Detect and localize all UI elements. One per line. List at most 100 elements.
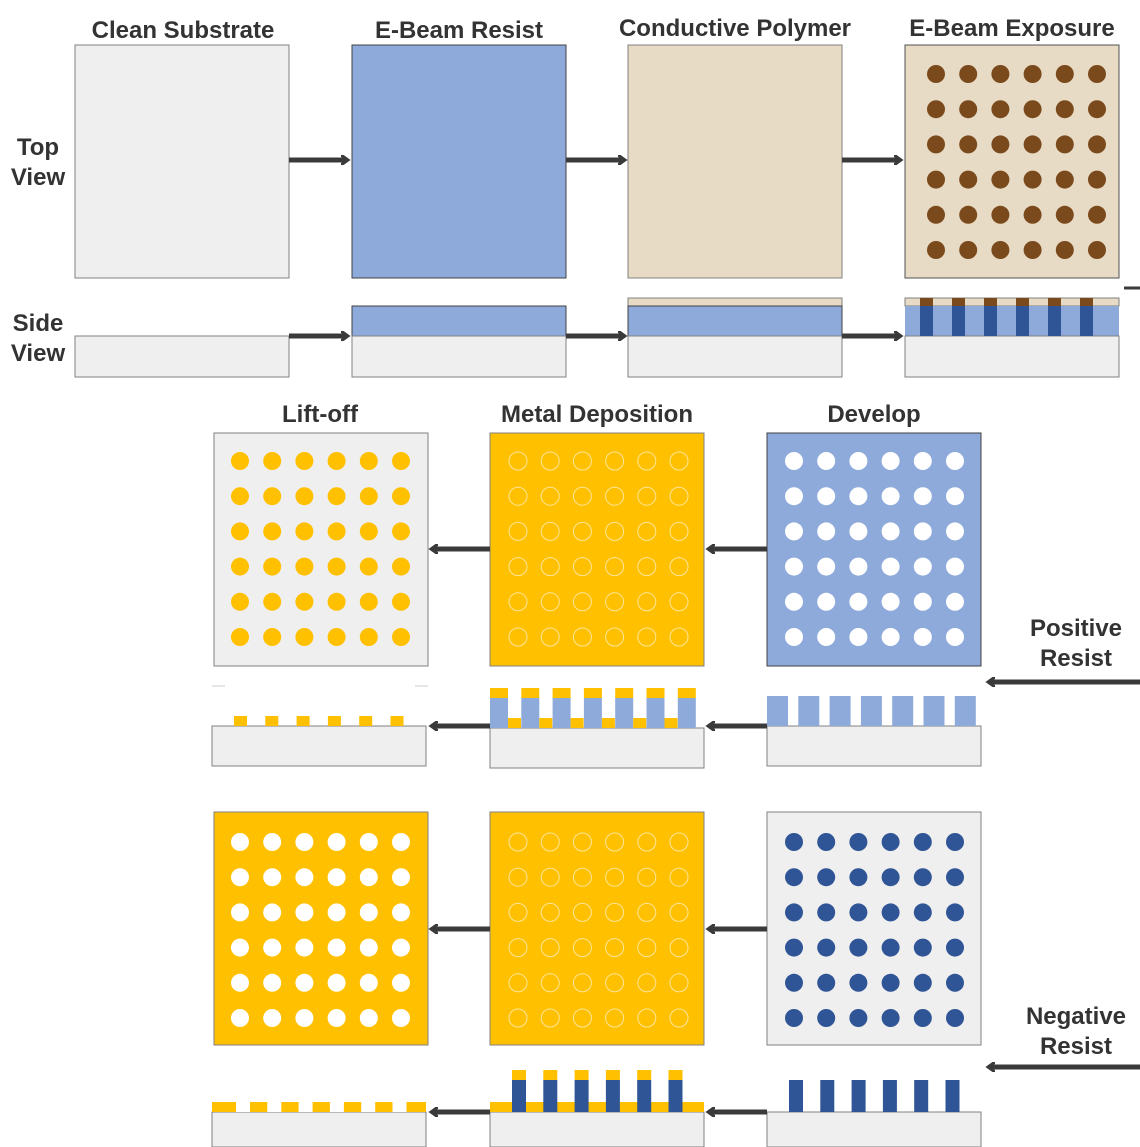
exposed-column [952,306,965,336]
metal-ring [605,521,625,541]
metal-cap [668,1070,683,1080]
exposed-cap [1048,298,1061,306]
resist-dot [785,868,803,887]
exposed-dot [959,241,978,259]
metal-ring [605,486,625,506]
developed-hole [881,452,900,470]
exposed-dot-grid [927,65,1106,259]
metal-hole [359,903,378,922]
metal-ring [572,973,592,993]
metal-ring [540,627,560,647]
side-clean-substrate [74,335,290,378]
resist-block [954,696,976,726]
resist-block [892,696,914,726]
metal-ring [572,557,592,577]
metal-dot [263,557,282,576]
metal-ring-grid [508,451,689,647]
developed-hole [881,592,900,611]
metal-ring [508,973,528,993]
developed-hole [946,452,964,470]
metal-gap [601,718,615,728]
metal-hole [392,868,410,887]
exposed-cap [1016,298,1029,306]
panel-ebeam-resist-top [351,44,567,279]
metal-ring [540,521,560,541]
resist-dot [817,868,836,887]
exposed-dot [1088,65,1106,83]
metal-feature [327,716,341,726]
metal-ring [605,1008,625,1028]
developed-hole [881,628,900,646]
resist-dot [881,973,900,992]
exposed-cap [984,298,997,306]
exposed-dot [991,170,1010,189]
exposed-column [1080,306,1093,336]
metal-ring [572,451,592,471]
metal-ring [669,486,689,506]
metal-dot [392,522,410,541]
side-develop-negative [766,1080,982,1147]
metal-layer [490,1102,704,1112]
metal-ring [605,832,625,852]
resist-dot [849,1009,868,1027]
developed-hole [913,452,932,470]
metal-ring [669,1008,689,1028]
resist-block [767,696,788,726]
metal-ring [508,902,528,922]
metal-feature [390,716,404,726]
exposed-dot [1055,135,1074,154]
exposed-dot [1023,205,1042,224]
metal-ring [540,592,560,612]
developed-hole [946,628,964,646]
resist-dot [849,903,868,922]
metal-hole [231,973,249,992]
resist-dot [946,868,964,887]
metal-hole [359,973,378,992]
metal-hole [263,833,282,851]
exposed-dot [1023,170,1042,189]
metal-hole [327,973,346,992]
metal-gap [539,718,553,728]
metal-cap [637,1070,652,1080]
resist-dot [881,868,900,887]
developed-hole [785,522,803,541]
resist-pillar [605,1080,620,1112]
row-label-top-2: View [11,164,66,191]
metal-hole [392,833,410,851]
developed-hole [946,522,964,541]
metal-ring [669,627,689,647]
metal-dot [263,487,282,506]
developed-hole [849,628,868,646]
title-clean-substrate: Clean Substrate [92,17,275,44]
metal-ring [637,867,657,887]
resist-dot [785,1009,803,1027]
metal-top [615,688,634,698]
exposed-dot [1088,135,1106,154]
metal-ring [605,938,625,958]
side-liftoff-positive [211,685,428,767]
metal-hole [359,1009,378,1027]
metal-ring [605,973,625,993]
title-ebeam-exposure: E-Beam Exposure [909,15,1114,42]
metal-dot [231,487,249,506]
resist-dot [913,868,932,887]
developed-hole [817,628,836,646]
metal-dot [231,452,249,470]
resist-dot [785,903,803,922]
exposed-dot [1088,170,1106,189]
metal-hole [327,1009,346,1027]
panel-metal-positive-top [489,432,705,667]
exposed-dot [959,170,978,189]
metal-ring [540,938,560,958]
developed-hole [946,487,964,506]
metal-ring [605,902,625,922]
resist-dot [849,868,868,887]
resist-pillar [637,1080,652,1112]
resist-dot [849,973,868,992]
exposed-dot [959,205,978,224]
metal-layer [212,1102,426,1112]
metal-ring [605,592,625,612]
metal-dot [295,487,314,506]
side-metal-negative [489,1070,705,1147]
developed-hole [881,487,900,506]
